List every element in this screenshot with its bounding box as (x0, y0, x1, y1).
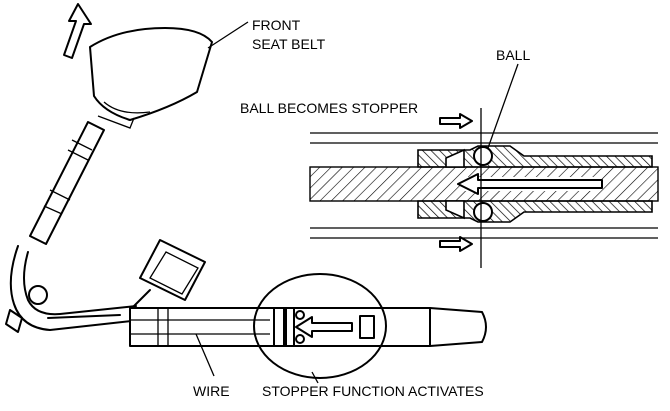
label-ball-becomes-stopper: BALL BECOMES STOPPER (240, 100, 418, 116)
movement-arrow-icon (457, 173, 603, 195)
pointer-arrow-lower-icon (439, 236, 473, 252)
buckle-stem (29, 121, 105, 245)
anchor-bolt (28, 285, 48, 305)
seat-belt-assembly (5, 3, 487, 384)
label-wire: WIRE (193, 383, 230, 399)
cylinder-end-cap (429, 307, 487, 347)
anchor-bracket (9, 245, 141, 331)
label-seat-belt: SEAT BELT (252, 36, 326, 52)
connector-housing (139, 239, 206, 301)
stopper-highlight-circle (253, 273, 387, 379)
pointer-arrow-upper-icon (439, 113, 473, 129)
ball-upper (473, 146, 493, 166)
seat-belt-webbing (89, 27, 213, 121)
enlarged-cross-section (309, 63, 659, 268)
label-ball: BALL (496, 47, 530, 63)
piston-stopper (273, 307, 375, 347)
ball-lower (473, 202, 493, 222)
label-stopper-function-activates: STOPPER FUNCTION ACTIVATES (262, 383, 484, 399)
pull-direction-arrow-icon (63, 3, 92, 59)
label-front: FRONT (252, 17, 301, 33)
